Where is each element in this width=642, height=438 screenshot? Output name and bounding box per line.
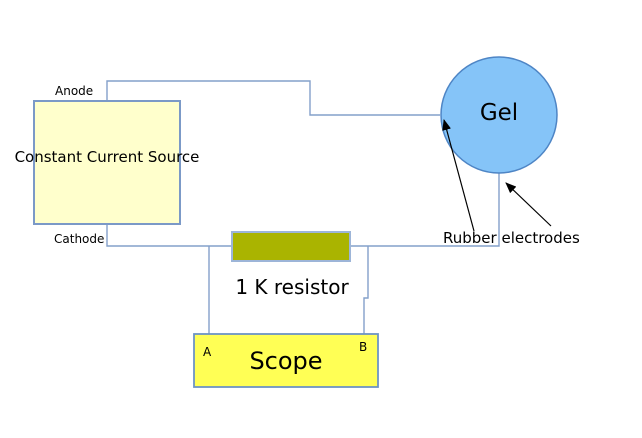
scope-box <box>193 333 379 388</box>
electrode-arrow-right <box>505 182 552 227</box>
cathode-label: Cathode <box>54 232 105 246</box>
resistor-box <box>231 231 351 262</box>
gel-label: Gel <box>479 100 519 126</box>
rubber-electrodes-label: Rubber electrodes <box>443 229 580 247</box>
electrode-arrow-left <box>442 119 475 232</box>
constant-current-source-box <box>33 100 181 225</box>
scope-probe-b-label: B <box>359 340 368 354</box>
scope-probe-a-label: A <box>203 345 212 359</box>
wire-anode-to-gel <box>106 80 440 116</box>
wire-to-scope-b <box>363 246 369 335</box>
anode-label: Anode <box>55 84 94 98</box>
scope-label: Scope <box>249 347 323 375</box>
gel-circle <box>440 56 558 174</box>
constant-current-source-label: Constant Current Source <box>14 148 200 166</box>
resistor-label: 1 K resistor <box>235 275 349 299</box>
